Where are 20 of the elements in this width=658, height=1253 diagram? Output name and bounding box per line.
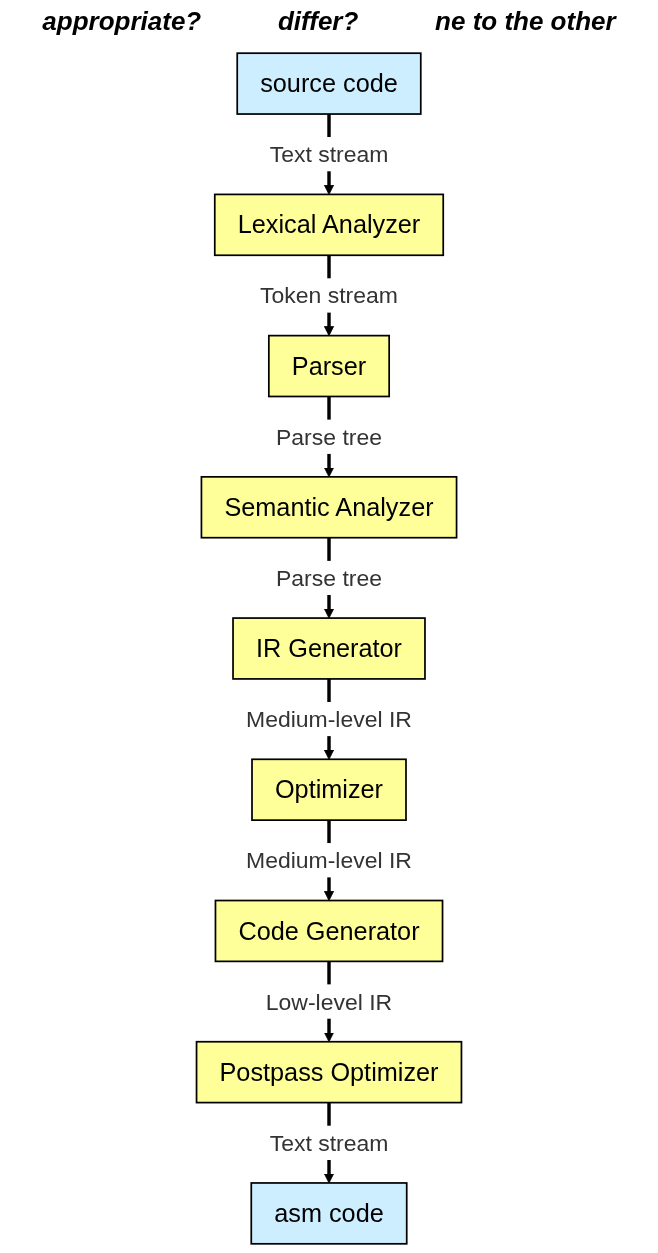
- overlay-question: differ?: [277, 6, 359, 38]
- edge-label: Medium-level IR: [246, 706, 412, 732]
- edge-label: Parse tree: [276, 565, 382, 591]
- edge-label: Text stream: [269, 1130, 389, 1156]
- node-box: Optimizer: [251, 758, 407, 821]
- edge-label: Text stream: [269, 141, 389, 167]
- node-box: Lexical Analyzer: [213, 193, 445, 257]
- node-box: Semantic Analyzer: [200, 476, 458, 539]
- edge-label: Medium-level IR: [246, 847, 412, 873]
- node-box: Postpass Optimizer: [195, 1040, 463, 1104]
- node-box: Parser: [267, 334, 391, 398]
- node-box: source code: [236, 52, 422, 115]
- node-box: asm code: [250, 1182, 408, 1245]
- edge-label: Parse tree: [276, 424, 382, 450]
- node-box: IR Generator: [232, 617, 426, 680]
- edge-label: Token stream: [260, 282, 398, 309]
- overlay-question: appropriate?: [42, 6, 202, 38]
- overlay-question: ne to the other: [435, 6, 616, 38]
- node-box: Code Generator: [214, 899, 444, 963]
- edge-label: Low-level IR: [265, 988, 393, 1015]
